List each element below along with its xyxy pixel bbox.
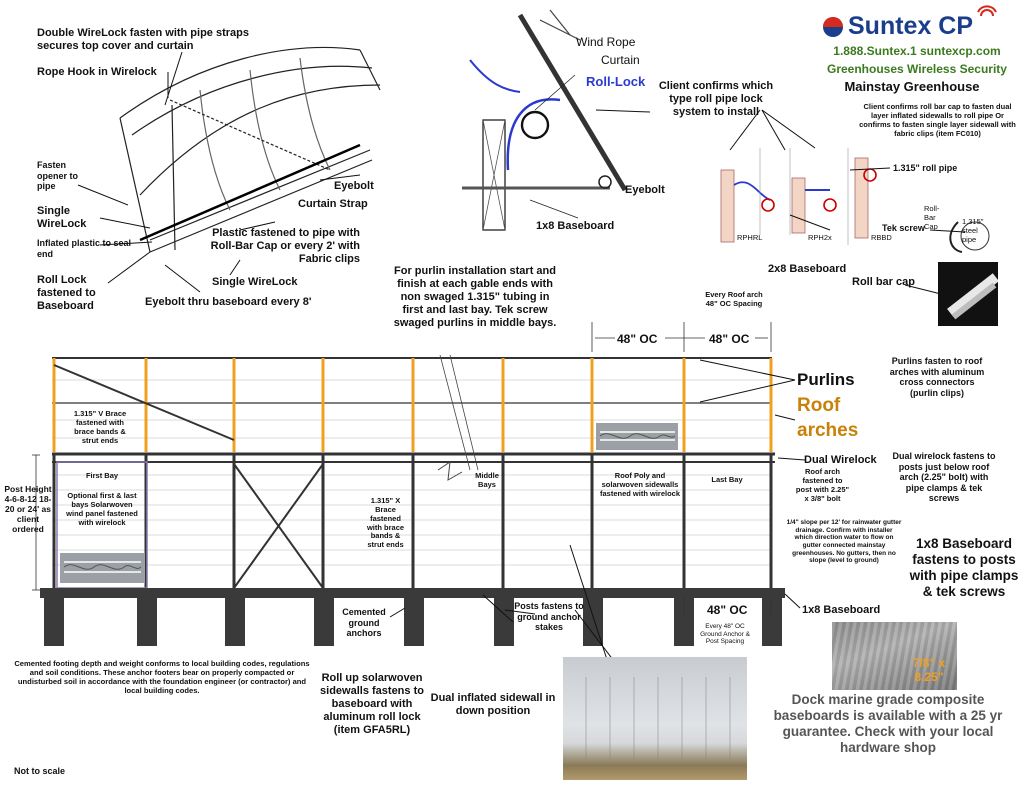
curtain-label: Curtain <box>601 53 640 67</box>
rope-hook-label: Rope Hook in Wirelock <box>37 66 157 78</box>
last-bay-label: Last Bay <box>711 475 743 484</box>
fasten-opener-label: Fasten opener to pipe <box>37 160 79 192</box>
dock-note: Dock marine grade composite baseboards i… <box>773 692 1003 755</box>
wind-rope-label: Wind Rope <box>576 35 636 49</box>
client-confirms-label: Client confirms which type roll pipe loc… <box>658 80 774 118</box>
roof-poly-label: Roof Poly and solarwoven sidewalls faste… <box>599 471 681 498</box>
brand-name: Suntex CP <box>848 12 974 40</box>
dual-inflated-note: Dual inflated sidewall in down position <box>430 692 556 717</box>
oc-label-2: 48" OC <box>709 332 750 346</box>
brand-phone-site: 1.888.Suntex.1 suntexcp.com <box>833 44 1001 58</box>
v-brace-label: 1.315" V Brace fastened with brace bands… <box>73 409 127 445</box>
inflated-plastic-label: Inflated plastic to seal end <box>37 238 132 259</box>
not-to-scale-label: Not to scale <box>14 766 66 776</box>
eyebolt-label-left: Eyebolt <box>334 180 374 192</box>
oc-label-1: 48" OC <box>617 332 658 346</box>
roof-arch-fastened-label: Roof arch fastened to post with 2.25" x … <box>795 467 850 503</box>
purlins-fasten-label: Purlins fasten to roof arches with alumi… <box>889 356 985 398</box>
purlin-install-label: For purlin installation start and finish… <box>393 265 557 329</box>
posts-fasten-label: Posts fastens to ground anchor stakes <box>514 601 584 633</box>
optional-panel-label: Optional first & last bays Solarwoven wi… <box>66 491 138 527</box>
roll-lock-sketch <box>462 9 628 231</box>
product-name: Mainstay Greenhouse <box>844 79 980 94</box>
roll-pipe-label: 1.315" roll pipe <box>893 163 958 173</box>
footing-note: Cemented footing depth and weight confor… <box>14 659 310 695</box>
frame-structure <box>32 322 806 701</box>
tek-screw-label: Tek screw <box>882 223 925 233</box>
every-roof-arch-label: Every Roof arch 48" OC Spacing <box>705 290 763 308</box>
wirelock-closeups <box>60 423 678 583</box>
baseboard-2x8-label: 2x8 Baseboard <box>768 263 847 275</box>
double-wirelock-label: Double WireLock fasten with pipe straps … <box>37 27 249 52</box>
purlins-label: Purlins <box>797 370 855 389</box>
baseboard-label-bottom: 1x8 Baseboard <box>802 604 881 616</box>
suntex-logo-icon <box>823 5 997 37</box>
board-size-label: 7/8" x 8.25" <box>912 655 946 684</box>
baseboard-label-center: 1x8 Baseboard <box>536 220 615 232</box>
slope-note-label: 1/4" slope per 12' for rainwater gutter … <box>786 519 902 565</box>
roll-lock-label-center: Roll-Lock <box>586 74 646 89</box>
client-confirms-cap-label: Client confirms roll bar cap to fasten d… <box>859 102 1016 138</box>
oc-label-3: 48" OC <box>707 603 748 617</box>
rphrl-label: RPHRL <box>737 233 763 242</box>
cemented-anchors-label: Cemented ground anchors <box>342 607 386 639</box>
single-wirelock-label-1: Single WireLock <box>37 205 87 230</box>
dual-wirelock-fastens-label: Dual wirelock fastens to posts just belo… <box>892 451 996 504</box>
dual-wirelock-label: Dual Wirelock <box>804 454 877 466</box>
baseboard-posts-label: 1x8 Baseboard fastens to posts with pipe… <box>909 536 1019 599</box>
roll-bar-cap-small-label: Roll-Bar Cap <box>924 204 940 231</box>
roll-up-note: Roll up solarwoven sidewalls fastens to … <box>320 672 424 736</box>
every-ground-anchor-label: Every 48" OC Ground Anchor & Post Spacin… <box>700 623 750 646</box>
composite-baseboard-photo: 7/8" x 8.25" <box>832 622 957 690</box>
sidewall-sketch <box>119 46 381 253</box>
post-height-label: Post Height 4-6-8-12 18-20 or 24' as cli… <box>4 484 52 535</box>
x-brace-label: 1.315" X Brace fastened with brace bands… <box>366 496 405 550</box>
curtain-strap-label: Curtain Strap <box>298 198 368 210</box>
eyebolt-thru-label: Eyebolt thru baseboard every 8' <box>145 296 312 308</box>
middle-bays-label: Middle Bays <box>475 471 499 489</box>
steel-pipe-label: 1.315" steel pipe <box>962 217 984 244</box>
roll-lock-label: Roll Lock fastened to Baseboard <box>37 274 96 312</box>
roof-arches-label: Roof arches <box>797 395 859 441</box>
roll-bar-cap-label: Roll bar cap <box>852 276 915 288</box>
rph2x-label: RPH2x <box>808 233 832 242</box>
first-bay-label: First Bay <box>85 471 119 480</box>
lock-profiles <box>720 148 990 253</box>
greenhouse-sidewall-photo <box>563 657 747 780</box>
eyebolt-label-center: Eyebolt <box>625 184 665 196</box>
rbbd-label: RBBD <box>871 233 892 242</box>
plastic-fastened-label: Plastic fastened to pipe with Roll-Bar C… <box>210 227 360 265</box>
brand-tagline: Greenhouses Wireless Security <box>827 62 1007 76</box>
roll-bar-cap-photo <box>938 262 998 326</box>
single-wirelock-label-2: Single WireLock <box>212 276 298 288</box>
